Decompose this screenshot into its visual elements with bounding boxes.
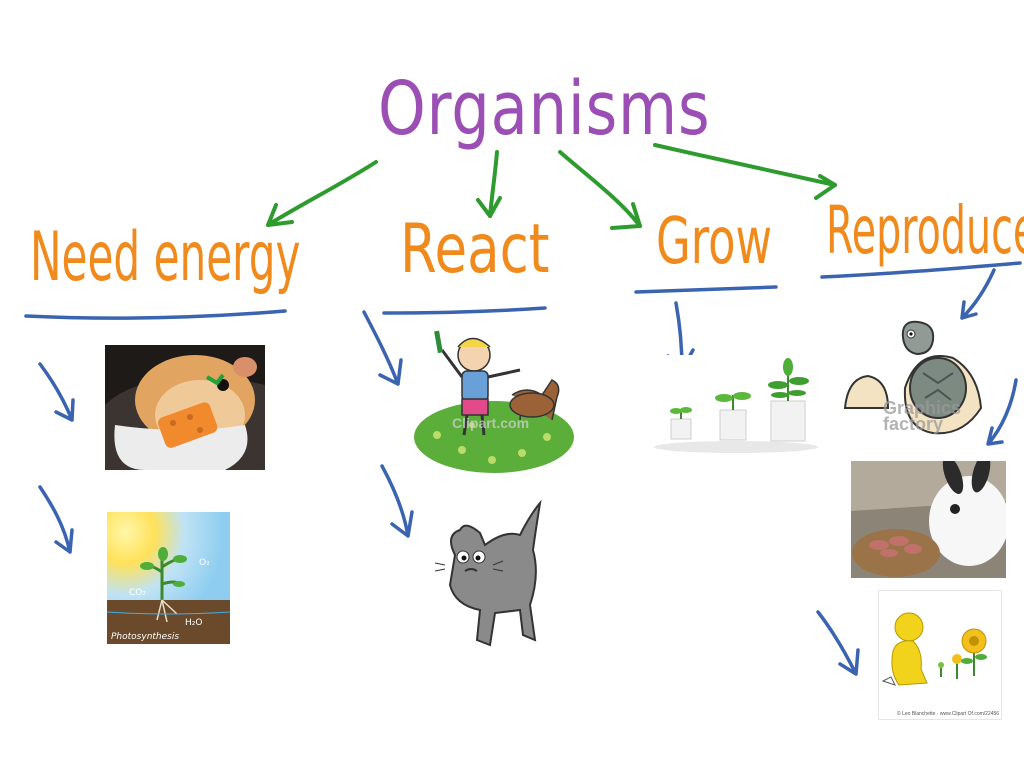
underline-react xyxy=(382,306,547,315)
label-o2: O₂ xyxy=(199,558,210,568)
clipart-watermark: Clipart.com xyxy=(452,415,530,431)
label-co2: CO₂ xyxy=(129,588,146,598)
arrow-to-reproduce xyxy=(653,143,837,187)
arrow-head-react xyxy=(476,196,502,218)
arrow-repro-2 xyxy=(986,378,1018,446)
arrow-head-grow xyxy=(610,202,642,230)
arrow-react-2 xyxy=(380,464,414,538)
arrow-repro-3 xyxy=(816,610,860,676)
arrow-to-need-energy xyxy=(266,160,378,227)
rabbit-with-babies-image xyxy=(851,461,1006,578)
title-organisms: Organisms xyxy=(378,66,711,152)
arrow-energy-1 xyxy=(38,362,75,422)
scared-cat-image xyxy=(435,495,550,655)
photosynthesis-image: O₂ CO₂ H₂O Photosynthesis xyxy=(107,512,230,644)
credit-text: © Leo Blanchette · www.Clipart Of.com/22… xyxy=(897,711,1000,717)
arrow-to-react xyxy=(488,150,499,218)
category-need-energy: Need energy xyxy=(30,218,301,297)
turtle-hatching-image: Graphics factory xyxy=(843,318,993,443)
category-reproduce: Reproduce xyxy=(826,192,1024,269)
underline-need-energy xyxy=(24,309,287,320)
person-with-flowers-image: © Leo Blanchette · www.Clipart Of.com/22… xyxy=(878,590,1002,720)
growing-plants-image xyxy=(654,355,819,455)
underline-reproduce xyxy=(820,261,1022,279)
underline-grow xyxy=(634,285,778,294)
arrow-react-1 xyxy=(362,310,403,386)
graphics-factory-watermark: Graphics factory xyxy=(883,398,962,435)
boy-and-dog-image: Clipart.com xyxy=(412,325,577,475)
photosynthesis-caption: Photosynthesis xyxy=(111,632,180,642)
arrow-head-reproduce xyxy=(814,174,837,200)
category-grow: Grow xyxy=(656,205,773,279)
arrow-repro-1 xyxy=(960,268,996,320)
arrow-energy-2 xyxy=(38,485,74,554)
hamster-image xyxy=(105,345,265,470)
label-h2o: H₂O xyxy=(185,618,203,628)
arrow-to-grow xyxy=(558,150,642,228)
arrow-head-need-energy xyxy=(266,203,294,227)
category-react: React xyxy=(400,210,550,289)
